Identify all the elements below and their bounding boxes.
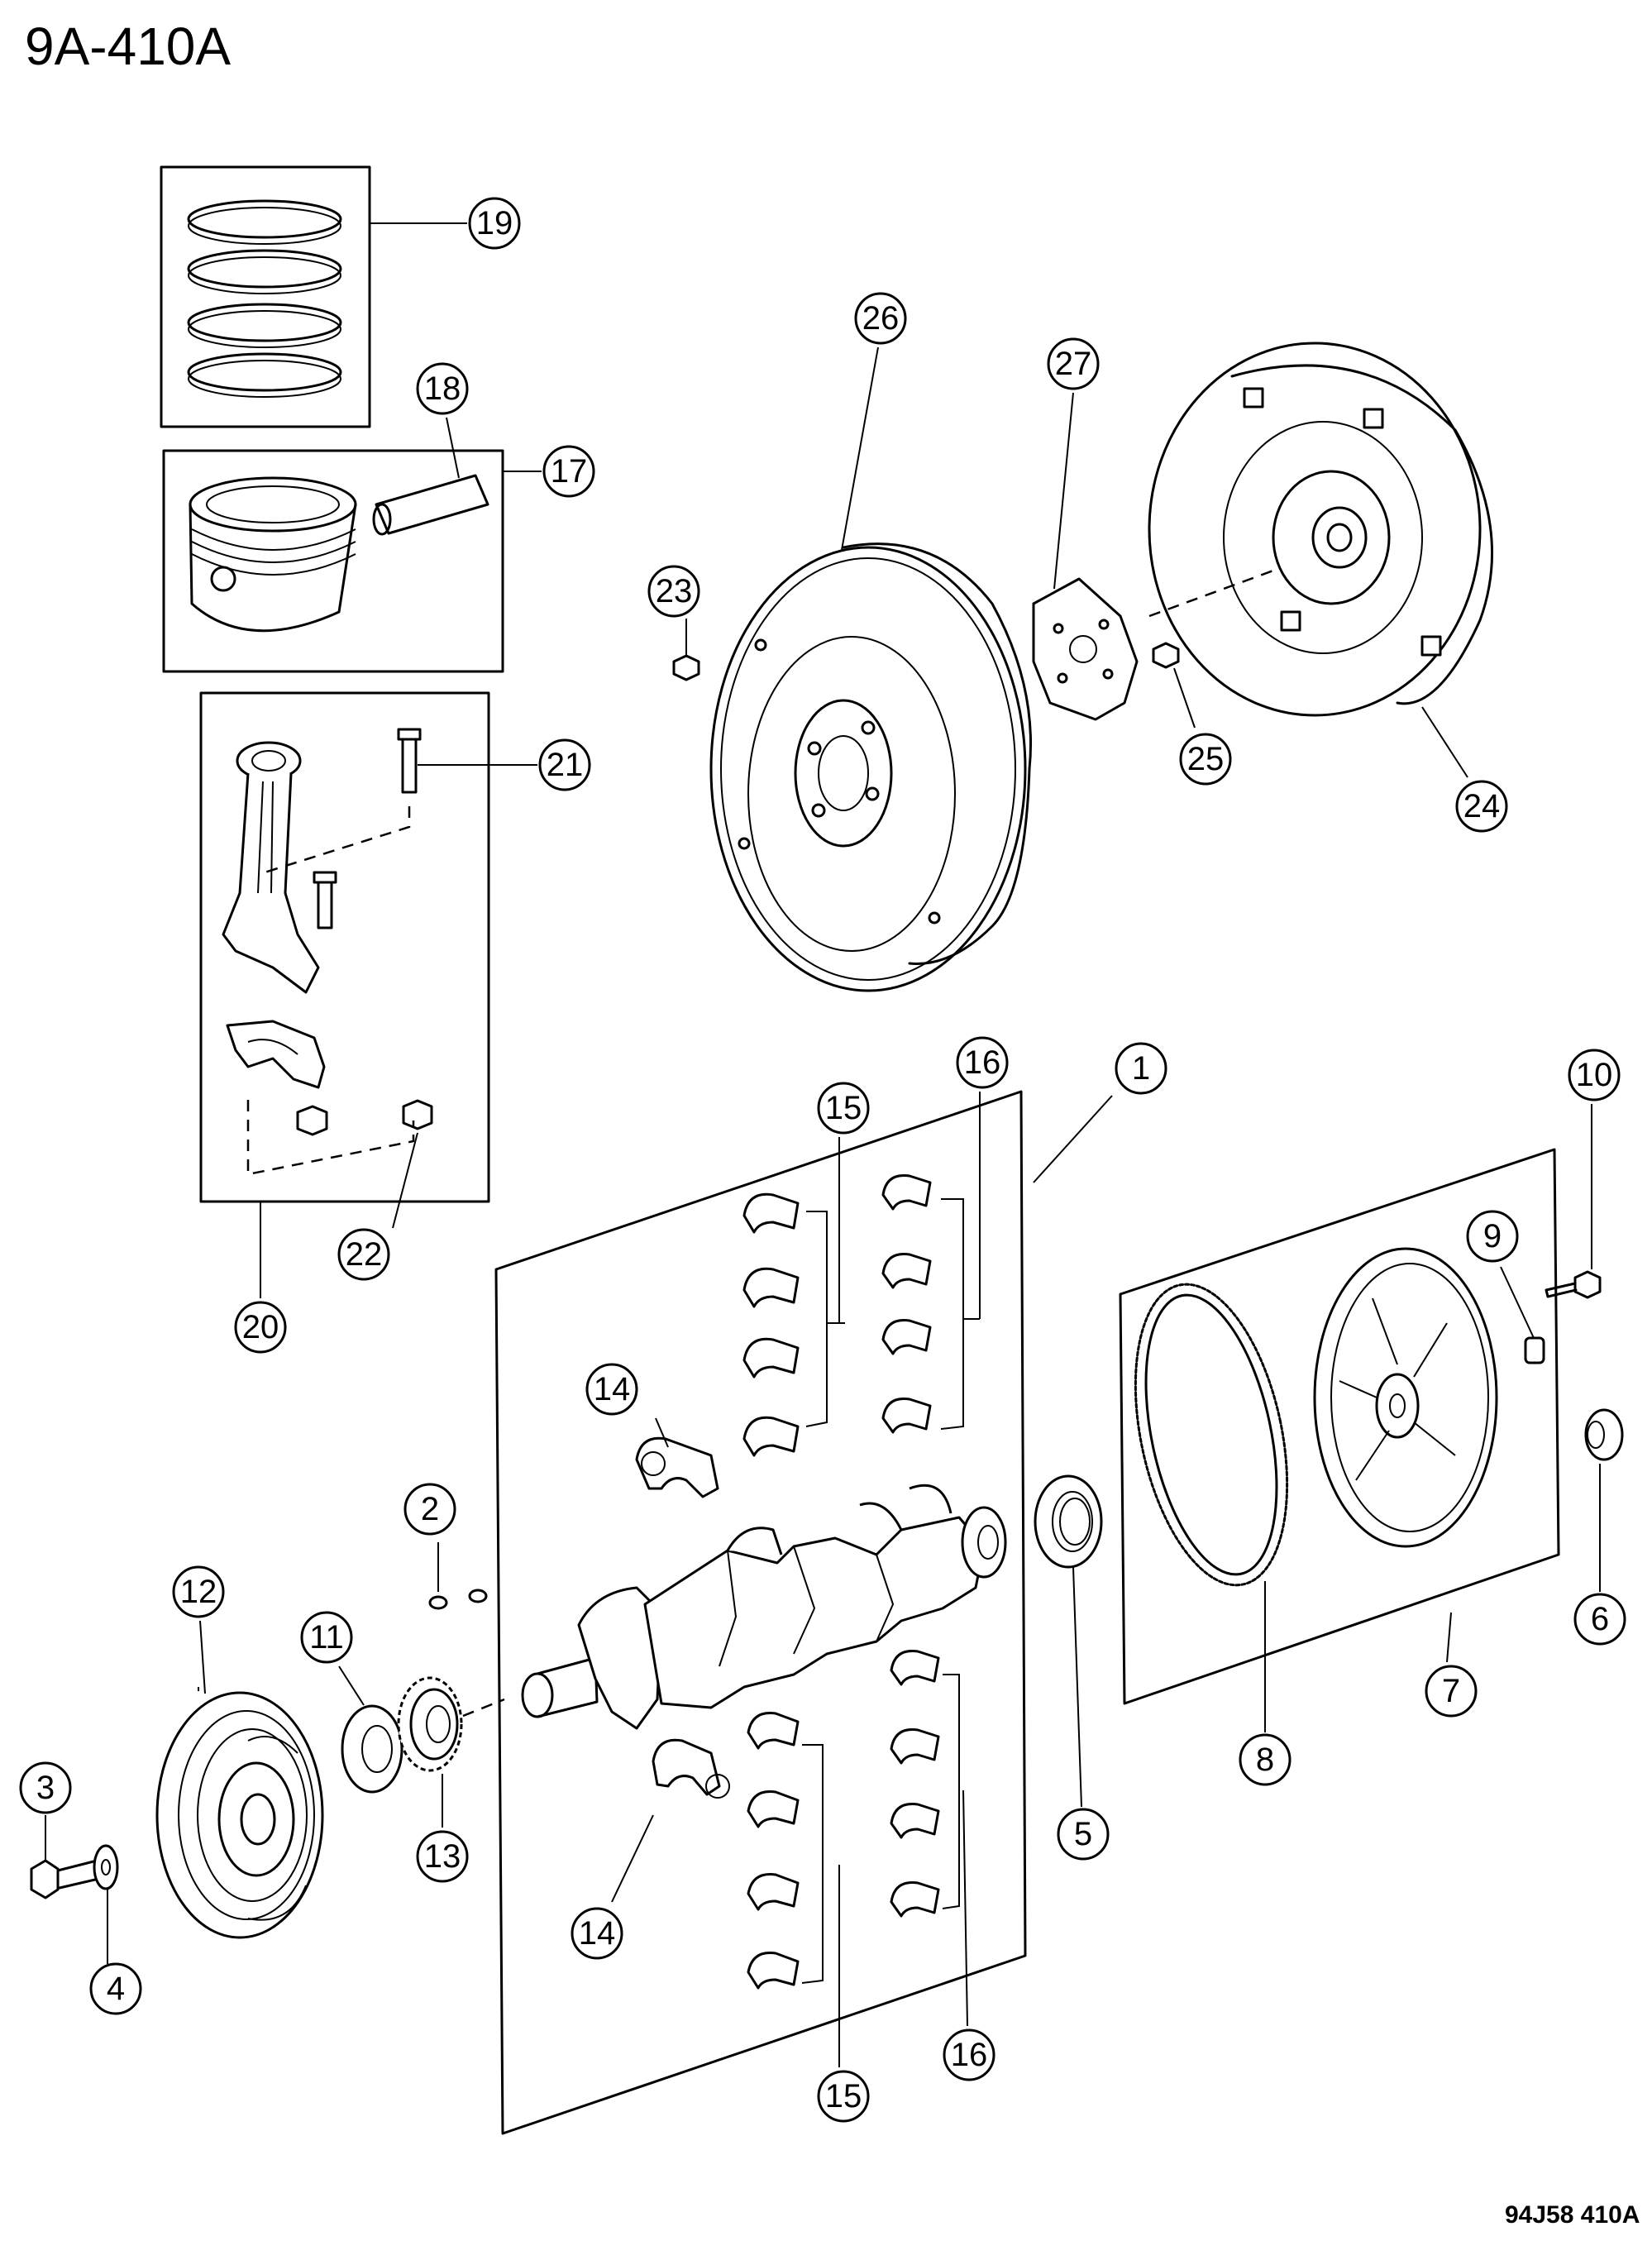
- callout-26: 26: [854, 292, 907, 345]
- callout-4: 4: [89, 1962, 142, 2015]
- callout-14-upper: 14: [585, 1363, 638, 1416]
- svg-text:4: 4: [107, 1971, 125, 2007]
- oil-slinger: [341, 1704, 403, 1794]
- callout-19: 19: [468, 197, 521, 250]
- svg-text:27: 27: [1055, 346, 1092, 382]
- pilot-bushing: [1584, 1408, 1624, 1461]
- thrust-bearing-upper: [635, 1436, 719, 1498]
- svg-text:15: 15: [825, 1090, 862, 1126]
- svg-text:3: 3: [36, 1770, 55, 1806]
- svg-text:17: 17: [551, 453, 588, 490]
- figure-code: 94J58 410A: [1505, 2201, 1640, 2229]
- drive-plate: [1313, 1247, 1498, 1548]
- callout-3: 3: [19, 1761, 72, 1814]
- svg-text:8: 8: [1256, 1742, 1274, 1778]
- ring-gear: [1134, 1283, 1289, 1587]
- callout-5: 5: [1057, 1808, 1110, 1861]
- damper-washer: [93, 1844, 119, 1890]
- crankshaft-keys: [428, 1589, 488, 1610]
- callout-21: 21: [538, 738, 591, 791]
- upper-main-bearings-a: [742, 1192, 845, 1457]
- converter-bolt: [1152, 642, 1180, 669]
- converter-alignment-line: [1148, 569, 1274, 618]
- callout-9: 9: [1466, 1210, 1519, 1263]
- leader-lines: [45, 222, 1601, 2067]
- svg-text:12: 12: [180, 1574, 217, 1610]
- callout-27: 27: [1047, 337, 1100, 390]
- callout-16-upper: 16: [956, 1036, 1009, 1089]
- svg-text:22: 22: [346, 1236, 383, 1273]
- svg-text:2: 2: [421, 1491, 439, 1527]
- crankshaft-damper: [155, 1691, 324, 1939]
- upper-main-bearings-b: [881, 1173, 980, 1434]
- svg-text:20: 20: [242, 1309, 279, 1345]
- callout-8: 8: [1239, 1733, 1292, 1786]
- diagram-title: 9A-410A: [25, 17, 231, 76]
- svg-text:7: 7: [1442, 1673, 1460, 1709]
- svg-text:5: 5: [1074, 1816, 1092, 1852]
- svg-text:10: 10: [1576, 1057, 1613, 1093]
- callout-17: 17: [542, 445, 595, 498]
- callout-2: 2: [403, 1483, 456, 1536]
- svg-text:9: 9: [1483, 1218, 1502, 1254]
- svg-text:1: 1: [1132, 1050, 1150, 1087]
- thrust-bearing-lower: [652, 1738, 730, 1799]
- piston-pin-box: [162, 449, 504, 673]
- callout-14-lower: 14: [571, 1907, 623, 1960]
- flexplate-bolt: [672, 654, 700, 681]
- callout-25: 25: [1179, 733, 1232, 786]
- svg-text:11: 11: [309, 1619, 344, 1656]
- svg-text:18: 18: [424, 370, 461, 407]
- callout-12: 12: [172, 1565, 225, 1618]
- drive-plate-dowel: [1524, 1336, 1545, 1364]
- rear-main-seal: [1034, 1474, 1103, 1569]
- adapter-plate: [1032, 577, 1139, 721]
- svg-text:23: 23: [656, 573, 693, 609]
- crankshaft-box: [494, 1090, 1027, 2135]
- flexplate-kit-box: [1119, 1148, 1560, 1705]
- lower-main-bearings-a: [747, 1711, 824, 1990]
- svg-text:26: 26: [862, 300, 900, 337]
- callout-18: 18: [416, 362, 469, 415]
- callout-20: 20: [234, 1301, 287, 1354]
- svg-text:6: 6: [1591, 1601, 1609, 1637]
- callout-22: 22: [337, 1228, 390, 1281]
- svg-text:15: 15: [825, 2078, 862, 2114]
- callout-13: 13: [416, 1830, 469, 1883]
- callout-15-lower: 15: [817, 2070, 870, 2123]
- callout-23: 23: [647, 565, 700, 618]
- callout-11: 11: [300, 1611, 353, 1664]
- svg-text:16: 16: [951, 2037, 988, 2073]
- lower-main-bearings-b: [890, 1649, 960, 1918]
- callout-16-lower: 16: [943, 2028, 995, 2081]
- callout-6: 6: [1573, 1593, 1626, 1646]
- flexplate: [709, 542, 1033, 992]
- svg-text:24: 24: [1463, 788, 1501, 824]
- connecting-rod-box: [199, 691, 490, 1203]
- callout-24: 24: [1455, 780, 1508, 833]
- svg-text:13: 13: [424, 1838, 461, 1875]
- piston-ring-set-box: [160, 165, 371, 428]
- svg-text:19: 19: [476, 205, 513, 241]
- crankshaft: [521, 1484, 1007, 1730]
- svg-text:14: 14: [579, 1915, 616, 1952]
- drive-plate-bolt: [1545, 1270, 1602, 1299]
- svg-text:16: 16: [964, 1044, 1001, 1081]
- callout-15-upper: 15: [817, 1082, 870, 1135]
- svg-text:14: 14: [594, 1371, 631, 1407]
- svg-text:25: 25: [1187, 741, 1225, 777]
- svg-text:21: 21: [547, 747, 584, 783]
- callout-7: 7: [1425, 1665, 1478, 1718]
- callout-1: 1: [1115, 1042, 1167, 1095]
- crankshaft-sprocket: [397, 1676, 463, 1772]
- sprocket-alignment-line: [462, 1698, 505, 1718]
- callout-10: 10: [1568, 1049, 1621, 1101]
- torque-converter: [1148, 342, 1494, 717]
